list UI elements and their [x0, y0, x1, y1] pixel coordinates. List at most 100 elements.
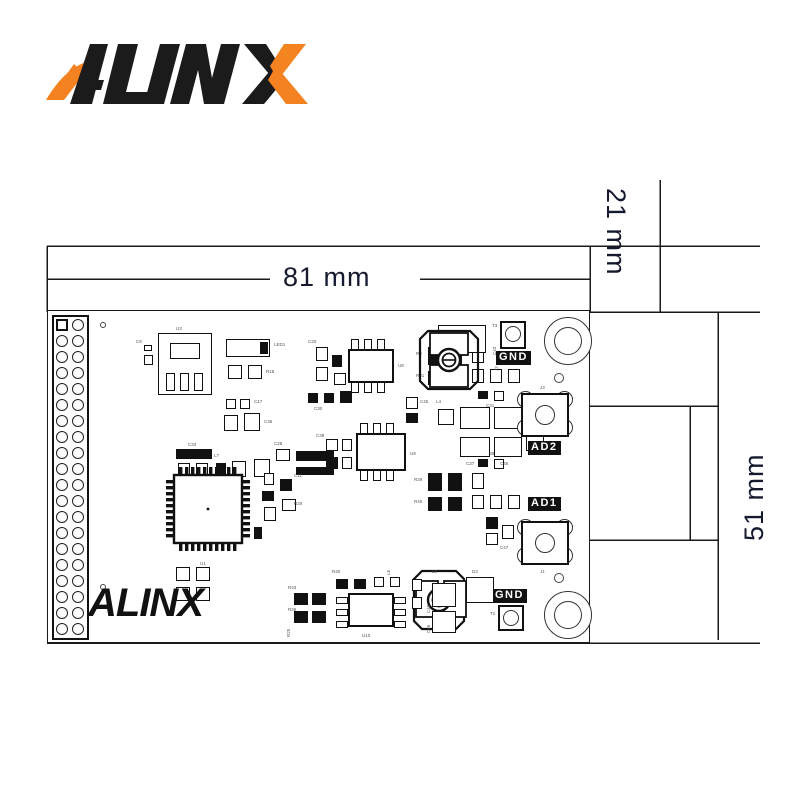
pin-header-pad	[56, 367, 68, 379]
component-u9	[356, 433, 406, 471]
designator-c36: C36	[264, 419, 273, 424]
component-u10	[348, 593, 394, 627]
component-pad	[486, 517, 498, 529]
pin-header-pad	[56, 559, 68, 571]
component-array	[296, 451, 334, 461]
component-capacitor	[144, 345, 152, 351]
ic-pin	[377, 382, 385, 393]
component-pad	[478, 459, 488, 467]
ic-pin	[336, 597, 348, 604]
pin-header-pad	[72, 415, 84, 427]
component-pad	[478, 391, 488, 399]
designator-c8: C8	[136, 339, 142, 344]
designator-c45: C45	[420, 399, 429, 404]
via-hole	[554, 573, 564, 583]
component-pad	[276, 449, 290, 461]
component-pad	[336, 579, 348, 589]
component-pad	[412, 597, 422, 609]
component-pad	[326, 457, 338, 469]
component-pad	[180, 373, 189, 391]
component-pad	[294, 593, 308, 605]
designator-j3: J3	[540, 385, 545, 390]
pin-header-pad	[56, 399, 68, 411]
component-l4	[438, 409, 454, 425]
designator-r8: R8	[416, 351, 422, 356]
switch-actuator	[535, 533, 555, 553]
component-pad	[176, 567, 190, 581]
designator-c46: C46	[500, 461, 509, 466]
component-pad	[432, 583, 456, 607]
component-pad	[340, 391, 352, 403]
designator-c37: C37	[466, 461, 475, 466]
mounting-hole-inner	[554, 327, 582, 355]
component-pad	[254, 459, 270, 477]
component-array	[448, 497, 462, 511]
component-pad	[262, 491, 274, 501]
pin-header-pad	[72, 335, 84, 347]
pin-header-pad	[56, 383, 68, 395]
alinx-logo	[44, 40, 314, 108]
component-pad	[264, 473, 274, 485]
pin-header-pad	[56, 527, 68, 539]
component-pad	[312, 611, 326, 623]
component-pad	[196, 587, 210, 601]
designator-l6: L6	[386, 569, 391, 575]
designator-c28: C28	[274, 441, 283, 446]
pin-header-pad	[72, 319, 84, 331]
component-pad	[490, 495, 502, 509]
pin-header-pad	[56, 447, 68, 459]
ic-pin	[336, 621, 348, 628]
component-pad	[294, 611, 308, 623]
component-pad	[374, 577, 384, 587]
designator-r43: R43	[288, 585, 297, 590]
component-array	[448, 473, 462, 491]
pin-header-pad	[56, 415, 68, 427]
designator-u1: U1	[200, 561, 206, 566]
designator-l4: L4	[436, 399, 442, 404]
component-capacitor	[144, 355, 153, 365]
designator-j2: J2	[494, 366, 499, 371]
component-pad	[406, 413, 418, 423]
tactile-switch-ad2[interactable]	[521, 393, 569, 437]
pcb-silkscreen-brand: ALINX	[88, 581, 204, 625]
pin-header-pad	[56, 431, 68, 443]
pin-header-pad	[56, 575, 68, 587]
designator-led1: LED1	[274, 342, 286, 347]
component-pad	[508, 369, 520, 383]
ic-pin	[351, 339, 359, 350]
component-pad	[342, 457, 352, 469]
designator-c26: C26	[426, 624, 431, 633]
pin-header-pad	[72, 463, 84, 475]
designator-r20: R20	[294, 501, 303, 506]
component-pad	[166, 373, 175, 391]
pin-header-pad	[72, 447, 84, 459]
component-pad	[472, 495, 484, 509]
designator-r40: R40	[332, 569, 341, 574]
designator-c33: C33	[188, 442, 197, 447]
pin-header-pad	[56, 479, 68, 491]
component-array	[296, 467, 334, 475]
component-pad	[334, 373, 346, 385]
designator-t1: T1	[490, 611, 496, 616]
component-pad	[316, 347, 328, 361]
pin-header-pad	[72, 511, 84, 523]
pin-header-pad	[56, 511, 68, 523]
dimension-label-height: 51 mm	[739, 453, 769, 541]
pin-header-pad	[72, 431, 84, 443]
designator-c11: C11	[294, 473, 302, 478]
designator-j1: J1	[540, 569, 545, 574]
component-pad	[324, 393, 334, 403]
designator-r18: R18	[266, 369, 275, 374]
pin-header-pad	[56, 335, 68, 347]
ic-pin	[360, 423, 368, 434]
pin-header-pad	[72, 607, 84, 619]
pin-header-pad	[56, 463, 68, 475]
tactile-switch-ad1[interactable]	[521, 521, 569, 565]
designator-u3: U3	[176, 326, 182, 331]
component-array	[428, 473, 442, 491]
registered-trademark-icon: ®	[278, 43, 297, 69]
component-pad	[308, 393, 318, 403]
component-coax-connector-top	[418, 329, 480, 391]
pin-header-pad	[72, 383, 84, 395]
